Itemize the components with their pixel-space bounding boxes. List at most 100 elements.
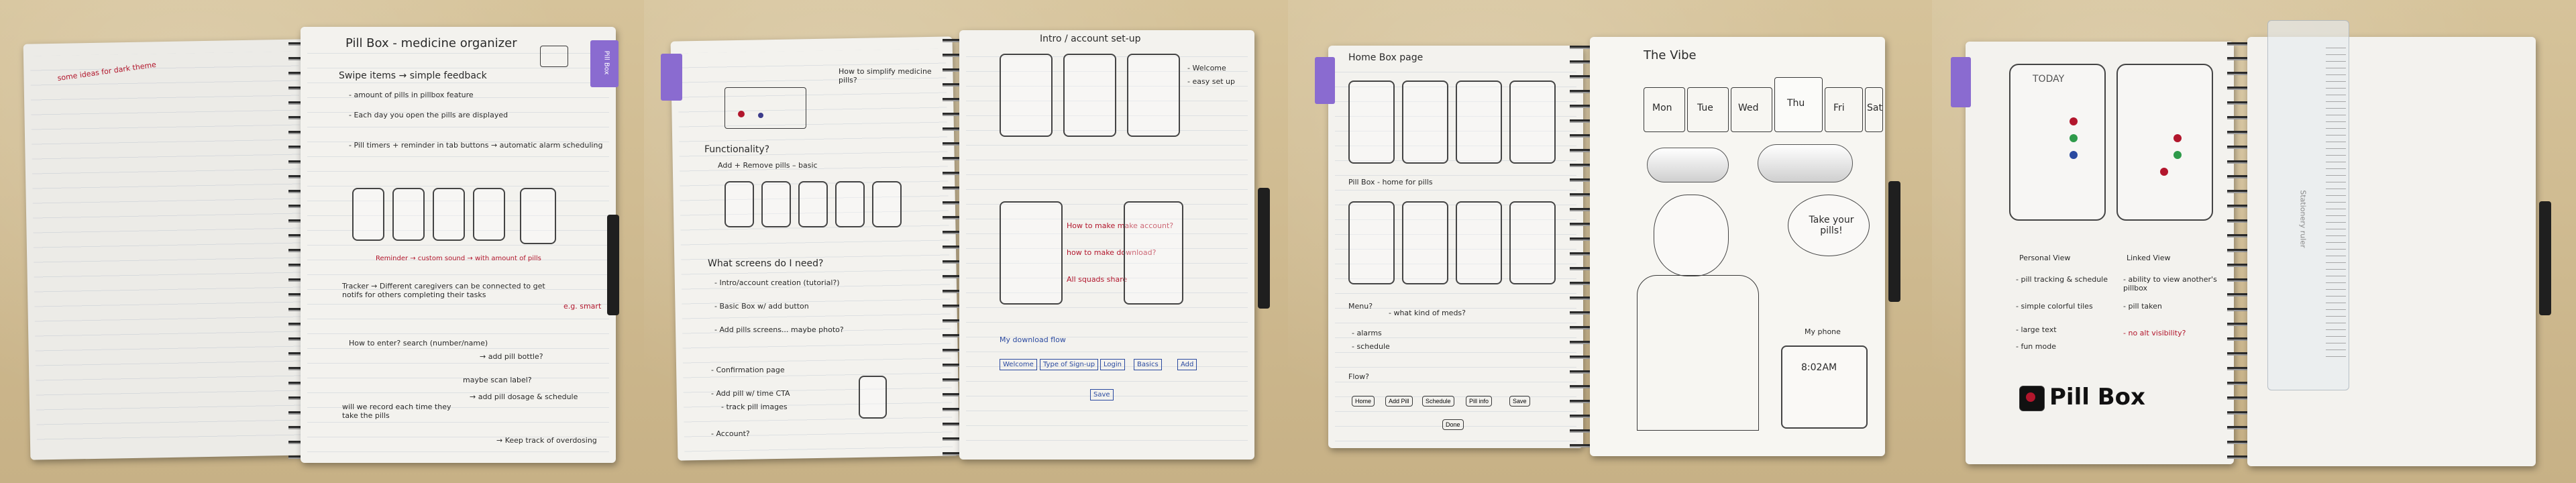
wireframe [1509,201,1556,284]
notebook-right-page [959,30,1254,460]
wireframe [1348,201,1395,284]
purple-tab [661,54,682,101]
left-note-10: - track pill images [721,402,788,411]
left-note-5: - Intro/account creation (tutorial?) [714,278,840,287]
flow-node-1: Welcome [1000,359,1037,370]
purple-tab [1315,57,1335,104]
left-note-4: What screens do I need? [708,258,824,269]
flow-node-5: Add [1177,359,1197,370]
capsule-sketch [1758,144,1853,182]
note-5: - ability to view another's pillbox [2123,275,2217,292]
note-line-5: Tracker → Different caregivers can be co… [342,282,545,299]
flow-node-3: Login [1100,359,1125,370]
photo-panel-2: How to simplify medicine pills? Function… [644,0,1288,483]
note-line-1: Swipe items → simple feedback [339,70,487,81]
note-1: - pill tracking & schedule [2016,275,2108,284]
day-box-4: Thu [1774,77,1823,132]
wireframe [1402,201,1448,284]
note-6: - pill taken [2123,302,2162,311]
wireframe [1456,80,1502,164]
right-title: Intro / account set-up [1040,34,1141,44]
speech-text: Take your pills! [1809,215,1854,236]
day-box-2: Tue [1687,87,1729,132]
linked-view-phone [2116,64,2213,221]
wireframe [1348,80,1395,164]
note-line-8: maybe scan label? [463,376,532,384]
day-label: Wed [1738,103,1759,113]
flow-node-6: Done [1442,419,1464,430]
phone-mockup [1781,345,1868,429]
left-note-6: Flow? [1348,372,1369,381]
phone-sketch-2 [392,188,425,241]
left-note-2: Menu? [1348,302,1373,311]
note-line-3: - Each day you open the pills are displa… [349,111,508,119]
phone-sketch [761,181,791,227]
ruler-text: Stationery ruler [2298,190,2308,248]
flow-node-2: Type of Sign-up [1040,359,1099,370]
purple-tab [1951,57,1971,107]
right-note-4: how to make download? [1067,248,1157,257]
note-3: - large text [2016,325,2057,334]
view-label-personal: Personal View [2019,254,2071,262]
day-label: Sat [1867,103,1882,113]
wireframe [1402,80,1448,164]
phone-sketch [872,181,902,227]
photo-panel-1: some ideas for dark theme Pill Box Pill … [0,0,644,483]
phone-sketch-4 [473,188,505,241]
note-4: - fun mode [2016,342,2056,351]
notebook-right-page [301,27,616,463]
vibe-title: The Vibe [1644,48,1697,62]
elastic-strap [2539,201,2551,315]
notebook-left-page [23,39,313,460]
flow-node-6: Save [1090,389,1114,400]
status-dot [2160,168,2168,176]
view-label-linked: Linked View [2127,254,2171,262]
elastic-strap [607,215,619,315]
left-note-11: - Account? [711,429,750,438]
flow-node-4: Pill info [1466,396,1493,407]
personal-view-phone [2009,64,2106,221]
note-line-9: → add pill dosage & schedule [470,392,578,401]
phone-sketch [724,181,754,227]
clear-ruler [2267,20,2349,390]
wireframe-4 [1000,201,1063,305]
flow-node-4: Basics [1134,359,1162,370]
right-note-2: - easy set up [1187,77,1235,86]
status-dot [2070,134,2078,142]
day-box-1: Mon [1644,87,1685,132]
flow-node-5: Save [1509,396,1530,407]
left-title: Home Box page [1348,52,1424,63]
left-note-3: - what kind of meds? [1389,309,1466,317]
character-head [1654,195,1729,276]
photo-panel-4: Stationery ruler TODAY Personal View Lin… [1932,0,2576,483]
wireframe-5 [1124,201,1183,305]
pill-grid-sketch [540,46,568,67]
right-note-1: - Welcome [1187,64,1226,72]
left-note-1: How to simplify medicine pills? [839,67,932,85]
flow-title: My download flow [1000,335,1066,344]
speech-bubble [1788,195,1870,256]
left-note-4: - alarms [1352,329,1382,337]
wireframe-3 [1127,54,1180,137]
phone-caption: My phone [1805,327,1841,336]
elastic-strap [1888,181,1900,302]
pill-dot [758,113,763,118]
wireframe-1 [1000,54,1053,137]
photo-panel-3: Home Box page Pill Box - home for pills … [1288,0,1932,483]
right-note-5: All squads share [1067,275,1128,284]
spiral-binding [1570,40,1593,456]
status-dot [2174,134,2182,142]
note-line-6: How to enter? search (number/name) [349,339,488,347]
flow-node-2: Add Pill [1385,396,1413,407]
day-box-5: Fri [1825,87,1863,132]
note-line-11: → Keep track of overdosing [496,436,597,445]
elastic-strap [1258,188,1270,309]
day-label: Thu [1787,98,1805,109]
purple-tab [590,40,619,87]
phone-time: 8:02AM [1801,362,1837,373]
flow-node-3: Schedule [1422,396,1454,407]
tab-label: Pill Box [602,50,610,75]
note-line-10: will we record each time they take the p… [342,402,451,420]
day-label: Tue [1697,103,1713,113]
left-note-8: - Confirmation page [711,366,785,374]
